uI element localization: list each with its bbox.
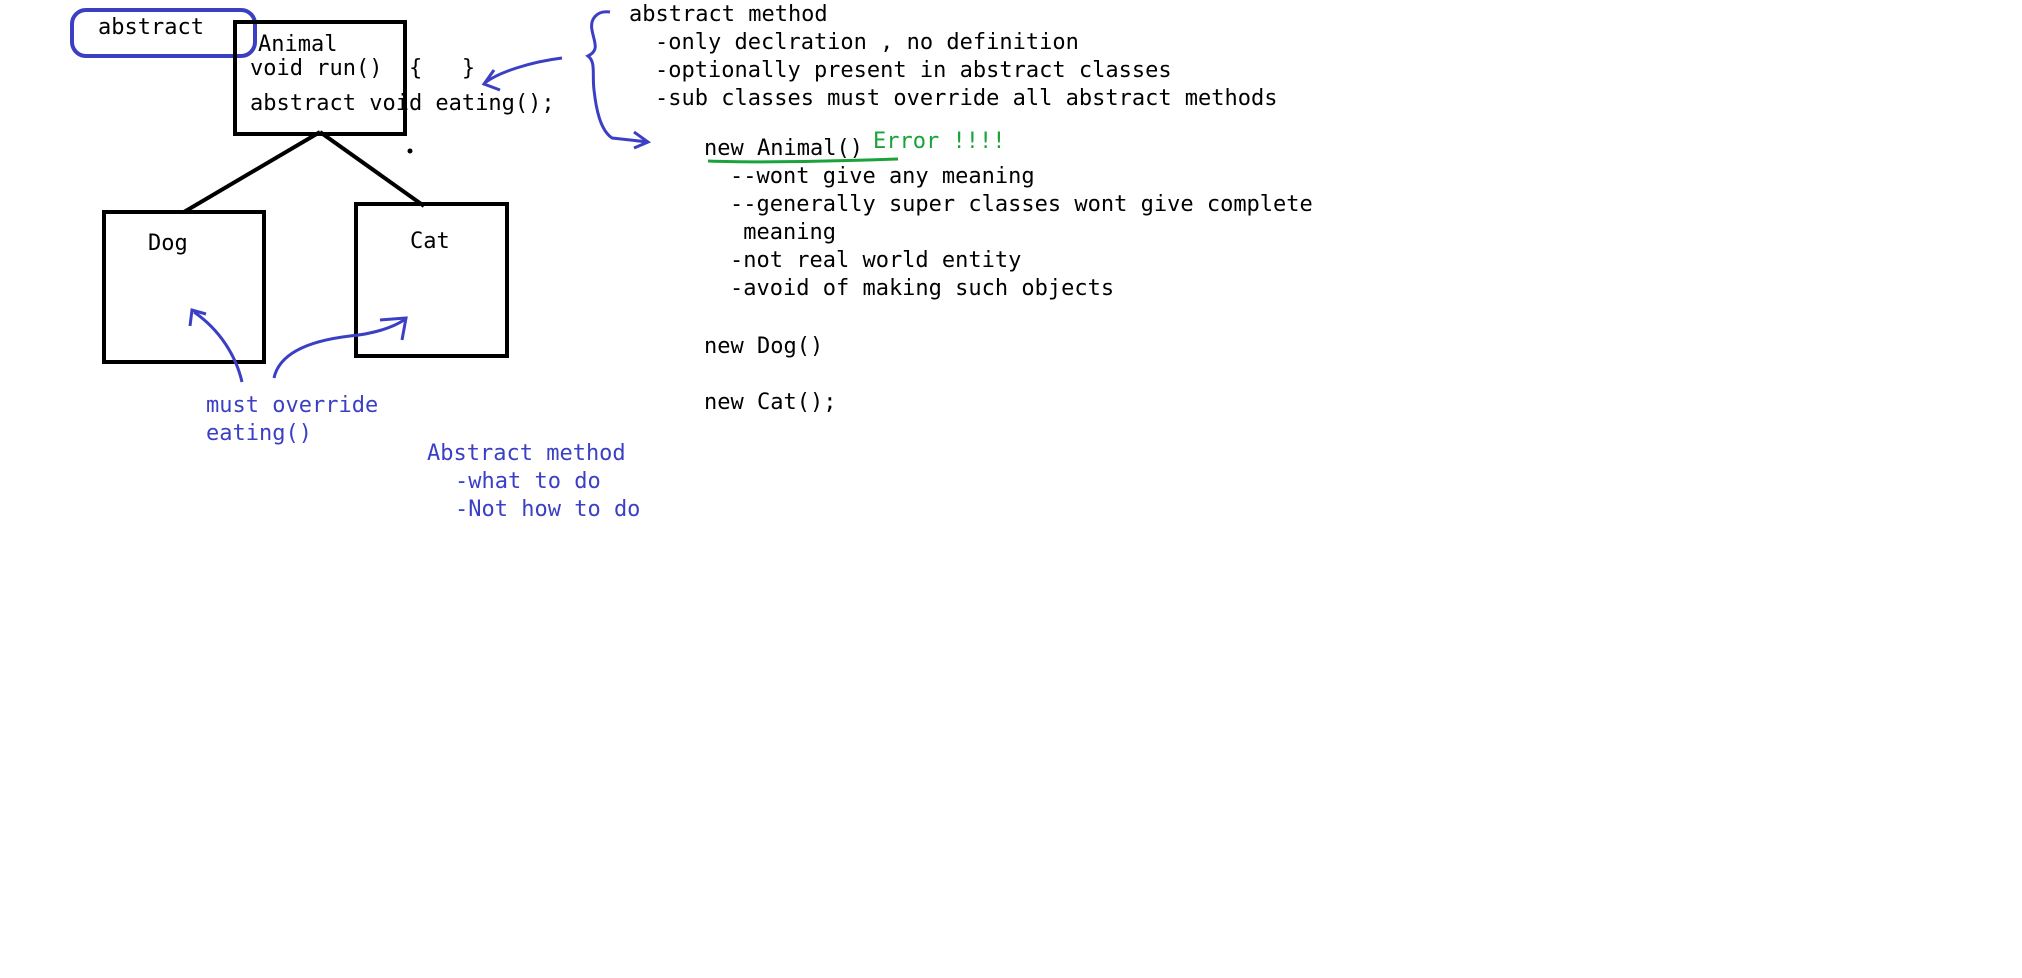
error-underline [707,157,899,164]
override-note-line1: must override [206,393,379,418]
curly-brace [585,10,649,144]
new-animal-point-1: --wont give any meaning [730,164,1035,189]
new-cat-statement: new Cat(); [704,390,837,415]
arrow-into-dog-head [188,308,207,327]
new-animal-point-2: --generally super classes wont give comp… [730,192,1313,217]
abstract-tag-outline [70,8,257,58]
curly-brace-arrowhead [633,130,652,150]
abstract-method-note-line1: -what to do [455,469,601,494]
ink-dot [407,148,413,154]
animal-run-method: void run() { } [250,56,476,81]
abstract-method-point-2: -optionally present in abstract classes [655,58,1172,83]
new-animal-statement: new Animal() [704,136,863,161]
override-note-line2: eating() [206,421,312,446]
abstract-method-note-title: Abstract method [427,441,626,466]
dog-class-label: Dog [148,231,188,256]
inheritance-line-cat [318,130,426,208]
arrow-to-run-body [485,56,563,84]
cat-class-label: Cat [410,229,450,254]
abstract-method-header: abstract method [629,2,828,27]
animal-class-title: Animal [258,32,338,57]
abstract-method-note-line2: -Not how to do [455,497,641,522]
animal-eating-method: abstract void eating(); [250,91,555,116]
arrow-into-cat [272,318,405,379]
inheritance-line-dog [182,130,322,214]
arrow-into-cat-head [379,316,408,341]
cat-class-box [354,202,509,358]
abstract-tag-label: abstract [98,15,204,40]
abstract-method-point-1: -only declration , no definition [655,30,1079,55]
error-label: Error !!!! [873,129,1006,154]
arrow-to-run-body-head [481,69,501,92]
new-animal-point-4: -not real world entity [730,248,1022,273]
arrow-into-dog [193,310,244,383]
new-animal-point-5: -avoid of making such objects [730,276,1115,301]
new-dog-statement: new Dog() [704,334,824,359]
abstract-method-point-3: -sub classes must override all abstract … [655,86,1278,111]
new-animal-point-3: meaning [730,220,836,245]
